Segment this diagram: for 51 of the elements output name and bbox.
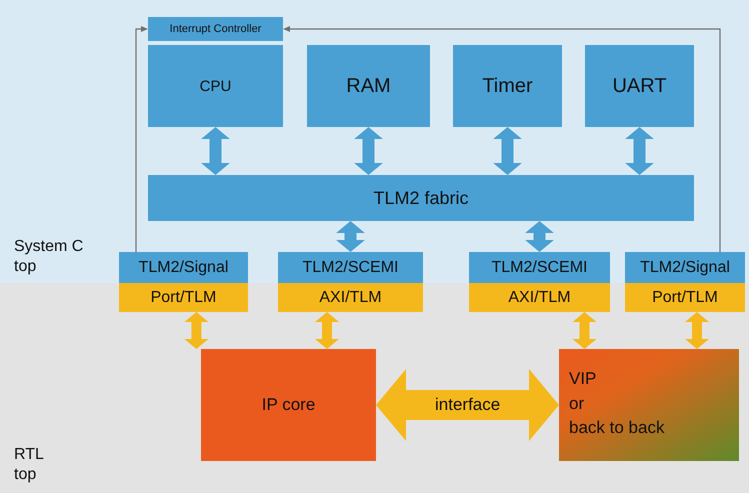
double-arrow: [315, 312, 339, 349]
box-label: Interrupt Controller: [170, 23, 262, 35]
box-label: RAM: [346, 74, 391, 98]
double-arrow: [493, 127, 522, 175]
component-box: [278, 252, 423, 283]
double-arrow: [525, 221, 554, 252]
component-box: [119, 252, 248, 283]
box-label: back to back: [569, 417, 664, 440]
double-arrow: [184, 312, 208, 349]
box-label: AXI/TLM: [319, 288, 382, 306]
component-box: [469, 252, 610, 283]
box-label: TLM2/SCEMI: [302, 258, 398, 276]
box-label: TLM2/SCEMI: [491, 258, 588, 276]
component-box: [559, 349, 739, 461]
region-label: System C top: [14, 237, 84, 277]
box-label: Port/TLM: [652, 288, 718, 306]
box-label: VIP: [569, 368, 596, 390]
component-box: [585, 45, 694, 127]
box-label: CPU: [200, 78, 232, 94]
box-label: Port/TLM: [150, 288, 216, 306]
component-box: [625, 252, 745, 283]
box-label: TLM2/Signal: [138, 258, 228, 276]
component-box: [625, 283, 745, 312]
component-box: [278, 283, 423, 312]
box-label: Timer: [482, 74, 533, 98]
region-band: [0, 0, 749, 283]
component-box: [148, 175, 694, 221]
double-arrow: [201, 127, 230, 175]
component-box: [201, 349, 376, 461]
double-arrow: [685, 312, 709, 349]
double-arrow: [336, 221, 365, 252]
component-box: [119, 283, 248, 312]
double-arrow: [572, 312, 596, 349]
region-label: RTL top: [14, 445, 44, 485]
arrow: [135, 26, 148, 252]
double-arrow: [354, 127, 383, 175]
region-band: [0, 283, 749, 493]
component-box: [453, 45, 562, 127]
double-arrow: [376, 369, 559, 441]
box-label: TLM2 fabric: [373, 188, 469, 208]
arrow: [283, 26, 721, 252]
box-label: or: [569, 392, 584, 415]
box-label: UART: [612, 74, 667, 98]
double-arrow: [625, 127, 654, 175]
box-label: IP core: [262, 395, 316, 415]
box-label: AXI/TLM: [508, 288, 571, 306]
component-box: [469, 283, 610, 312]
component-box: [148, 45, 283, 127]
component-box: [148, 17, 283, 41]
box-label: TLM2/Signal: [640, 258, 730, 276]
component-box: [307, 45, 430, 127]
